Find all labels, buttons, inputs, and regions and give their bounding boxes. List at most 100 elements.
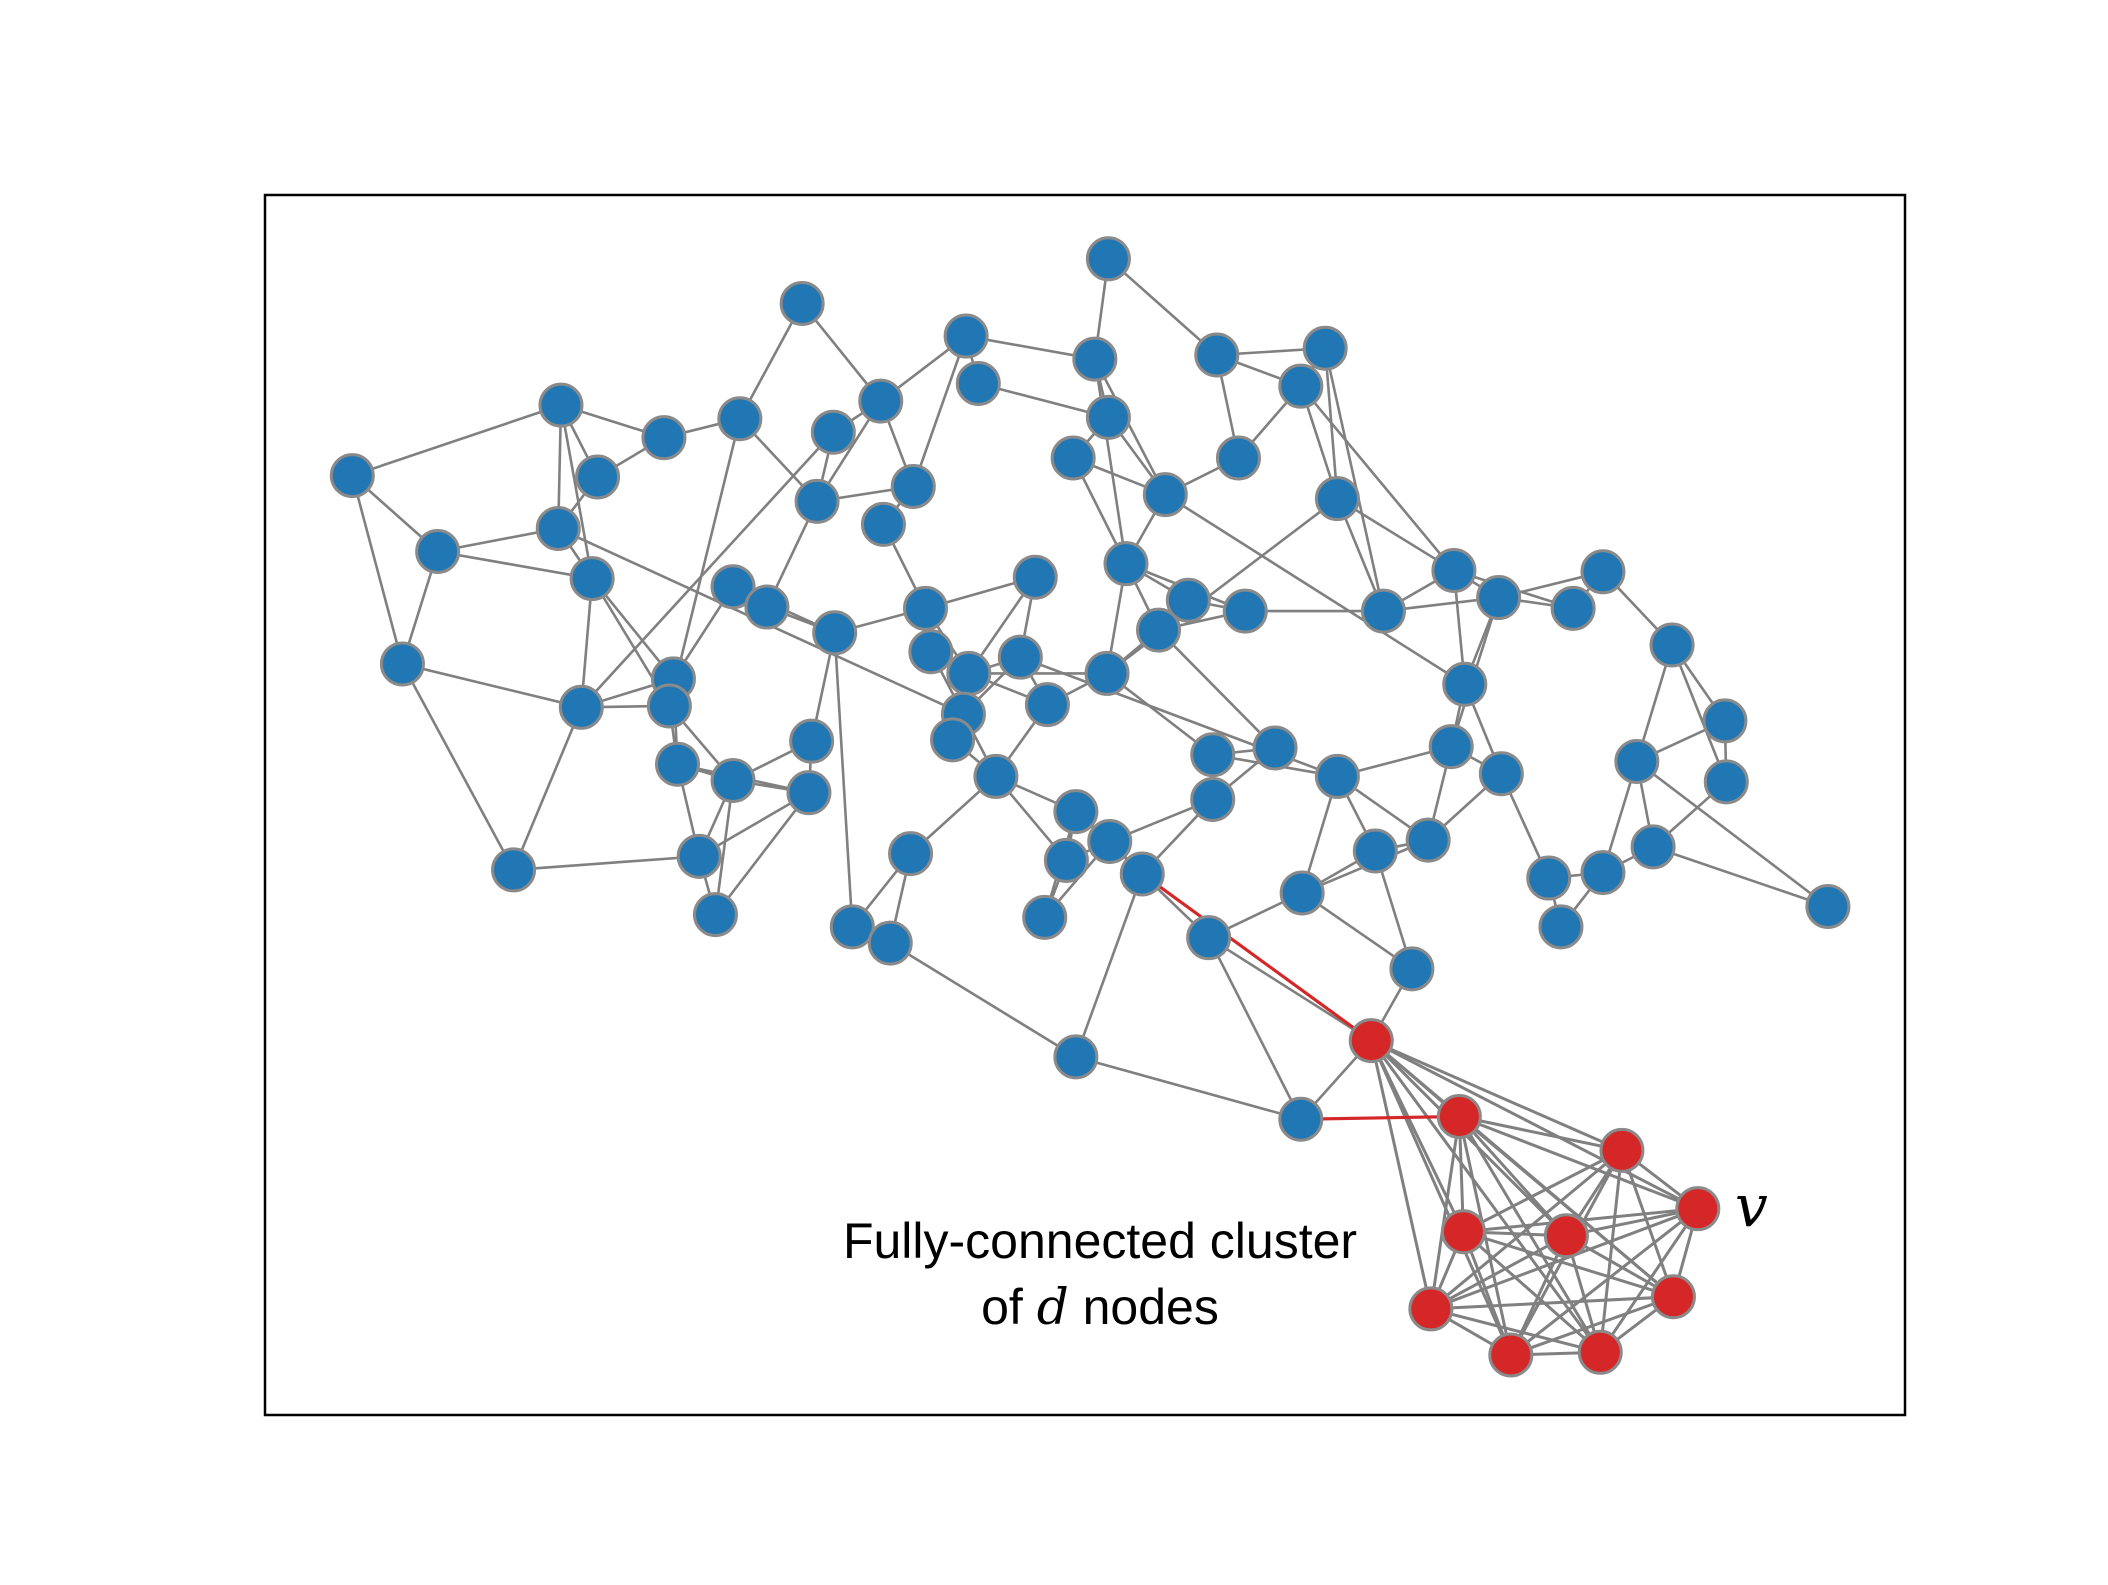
plot-frame: [263, 193, 1907, 1417]
cluster-edge: [1620, 1148, 1675, 1299]
cluster-edge: [1369, 1039, 1513, 1357]
network-node: [1024, 682, 1070, 728]
network-node: [1442, 661, 1488, 707]
network-node: [1431, 547, 1477, 593]
network-node: [860, 501, 906, 547]
node-group: [329, 236, 1851, 1378]
network-node: [710, 757, 756, 803]
network-node: [575, 454, 621, 500]
network-node: [794, 478, 840, 524]
network-node: [1012, 554, 1058, 600]
network-node: [1630, 824, 1676, 870]
cluster-node: [1408, 1286, 1454, 1332]
network-node: [710, 564, 756, 610]
network-node: [1352, 828, 1398, 874]
network-edge: [1157, 628, 1277, 750]
network-node: [1302, 325, 1348, 371]
network-edge: [559, 403, 594, 580]
network-node: [1805, 883, 1851, 929]
network-node: [1142, 472, 1188, 518]
cluster-caption-line2: of d nodes: [820, 1274, 1380, 1340]
cluster-edge: [1598, 1148, 1624, 1354]
network-node: [943, 313, 989, 359]
network-node: [1478, 751, 1524, 797]
network-node: [930, 717, 976, 763]
network-node: [717, 396, 763, 442]
network-node: [1222, 588, 1268, 634]
network-node: [1022, 894, 1068, 940]
network-edge: [1336, 497, 1456, 572]
network-node: [1186, 915, 1232, 961]
network-node: [1085, 236, 1131, 282]
node-label-v: v: [1735, 1172, 1768, 1240]
network-node: [1279, 870, 1325, 916]
cluster-node: [1488, 1332, 1534, 1378]
network-node: [829, 904, 875, 950]
network-node: [569, 556, 615, 602]
cluster-edge: [1429, 1295, 1675, 1311]
network-node: [744, 584, 790, 630]
cluster-edge: [1509, 1295, 1675, 1357]
network-node: [779, 281, 825, 327]
cluster-edge: [1461, 1148, 1624, 1234]
network-edge: [436, 550, 594, 580]
cluster-edge: [1369, 1039, 1568, 1238]
network-node: [1087, 818, 1133, 864]
network-node: [1194, 332, 1240, 378]
network-node: [908, 629, 954, 675]
network-node: [1190, 776, 1236, 822]
cluster-node: [1440, 1209, 1486, 1255]
network-edge: [1299, 384, 1456, 572]
network-node: [329, 453, 375, 499]
cluster-edge: [1429, 1148, 1624, 1311]
network-node: [1550, 585, 1596, 631]
caption-nodes: nodes: [1068, 1279, 1219, 1335]
cluster-node-v: [1675, 1186, 1721, 1232]
network-node: [997, 634, 1043, 680]
network-edge: [833, 631, 854, 929]
network-node: [1190, 732, 1236, 778]
network-node: [538, 382, 584, 428]
cluster-edge: [1598, 1207, 1700, 1354]
cluster-edge: [1457, 1115, 1675, 1299]
network-node: [812, 610, 858, 656]
network-node: [1703, 759, 1749, 805]
cluster-edge: [1429, 1234, 1568, 1311]
network-edge: [714, 791, 811, 916]
cluster-edge: [1429, 1115, 1461, 1311]
network-node: [558, 684, 604, 730]
network-node: [1278, 1096, 1324, 1142]
network-node: [1405, 817, 1451, 863]
cluster-edge: [1457, 1115, 1624, 1152]
network-node: [1476, 575, 1522, 621]
network-edge: [1105, 497, 1339, 675]
network-node: [1428, 724, 1474, 770]
cluster-edge: [1457, 1115, 1568, 1238]
network-node: [1050, 435, 1096, 481]
cluster-node: [1348, 1018, 1394, 1064]
network-node: [1072, 336, 1118, 382]
bridge-edge: [1140, 872, 1373, 1043]
network-node: [1614, 739, 1660, 785]
network-edge: [911, 334, 968, 488]
cluster-node: [1436, 1094, 1482, 1140]
network-node: [1649, 622, 1695, 668]
network-edge: [1670, 643, 1728, 784]
network-node: [1580, 850, 1626, 896]
network-edge: [1651, 845, 1830, 908]
network-edge: [350, 474, 404, 666]
network-edge: [888, 941, 1078, 1059]
network-node: [1043, 837, 1089, 883]
network-node: [1702, 698, 1748, 744]
network-node: [1252, 725, 1298, 771]
network-node: [1165, 577, 1211, 623]
cluster-edge: [1429, 1207, 1700, 1311]
network-node: [1136, 607, 1182, 653]
network-node: [1526, 855, 1572, 901]
network-node: [973, 753, 1019, 799]
network-node: [692, 892, 738, 938]
cluster-edge: [1457, 1115, 1700, 1211]
bridge-edge: [1299, 1114, 1461, 1121]
network-node: [1389, 946, 1435, 992]
cluster-node: [1543, 1213, 1589, 1259]
